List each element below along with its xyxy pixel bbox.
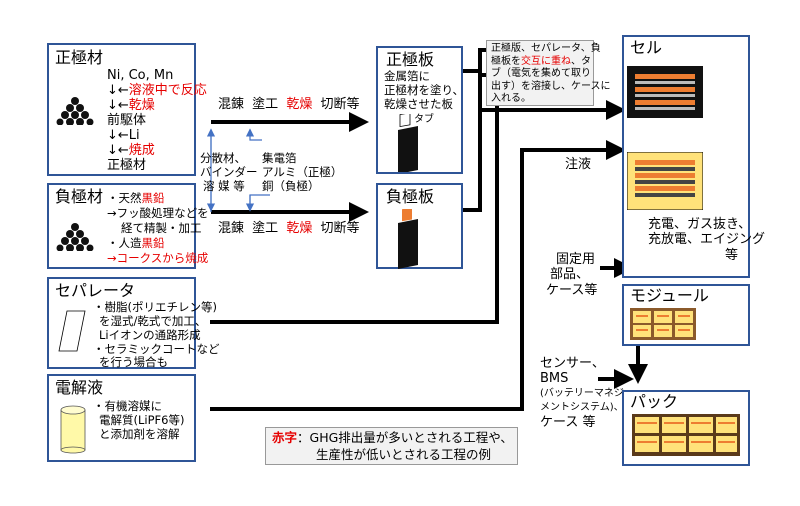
cell-filled-icon bbox=[627, 152, 703, 210]
cathode-plate-icon bbox=[398, 114, 418, 172]
anode-plate-box: 負極板 bbox=[376, 183, 463, 269]
pack-title: パック bbox=[630, 392, 679, 411]
cathode-step4: ↓←焼成 bbox=[107, 143, 155, 158]
anode-material-box: 負極材 ・天然黒鉛 →フッ酸処理などを 経て精製・加工 ・人造黒鉛 →コークスか… bbox=[47, 183, 209, 269]
sensors-line1: センサー、 bbox=[540, 356, 605, 371]
charging-line2: 充放電、エイジング bbox=[648, 232, 766, 247]
anode-line5: →コークスから焼成 bbox=[107, 251, 209, 265]
anode-line4: ・人造黒鉛 bbox=[107, 236, 165, 250]
callout-line5: 入れる。 bbox=[491, 93, 531, 104]
fixing-line1: 固定用 bbox=[556, 252, 596, 267]
assembly-callout: 正極版、セパレータ、負 極板を交互に重ね、タ ブ（電気を集めて取り 出す）を溶接… bbox=[486, 40, 611, 106]
sensors-line4: メントシステム)、 bbox=[540, 402, 624, 413]
anode-line2: →フッ酸処理などを bbox=[107, 206, 209, 220]
electrolyte-line1: ・有機溶媒に bbox=[93, 399, 162, 413]
sensors-line2: BMS bbox=[540, 371, 569, 386]
charging-line1: 充電、ガス抜き、 bbox=[648, 217, 752, 232]
cell-stack-icon bbox=[627, 66, 703, 118]
separator-sheet-icon bbox=[58, 310, 86, 352]
separator-line5: を行う場合も bbox=[99, 355, 168, 369]
module-icon bbox=[630, 308, 696, 340]
module-title: モジュール bbox=[630, 286, 709, 305]
dispersant-line1: 分散材、 bbox=[200, 151, 246, 165]
sensors-line5: ケース 等 bbox=[540, 415, 596, 430]
cathode-plate-desc2: 正極材を塗り、 bbox=[384, 83, 465, 97]
cathode-step2: ↓←乾燥 bbox=[107, 98, 155, 113]
separator-line2: を湿式/乾式で加工、 bbox=[99, 314, 207, 328]
legend-box: 赤字：GHG排出量が多いとされる工程や、 生産性が低いとされる工程の例 bbox=[265, 427, 518, 465]
callout-line2: 極板を交互に重ね、タ bbox=[491, 55, 591, 67]
cathode-plate-desc3: 乾燥させた板 bbox=[384, 97, 453, 111]
electrolyte-title: 電解液 bbox=[55, 378, 104, 397]
powder-icon bbox=[56, 223, 94, 251]
fixing-line3: ケース等 bbox=[546, 283, 598, 298]
collector-line1: 集電箔 bbox=[262, 151, 297, 165]
cathode-metals: Ni, Co, Mn bbox=[107, 68, 174, 83]
cathode-material-box: 正極材 Ni, Co, Mn ↓←溶液中で反応 ↓←乾燥 前駆体 ↓←Li ↓←… bbox=[47, 43, 207, 176]
cathode-step3: ↓←Li bbox=[107, 128, 140, 143]
anode-line3: 経て精製・加工 bbox=[121, 221, 202, 235]
process-labels-top: 混錬 塗工 乾燥 切断等 bbox=[218, 97, 360, 112]
cathode-step1: ↓←溶液中で反応 bbox=[107, 83, 207, 98]
tab-label: タブ bbox=[414, 114, 434, 125]
collector-line2: アルミ（正極） bbox=[262, 165, 343, 179]
cathode-result: 正極材 bbox=[107, 158, 147, 173]
callout-line1: 正極版、セパレータ、負 bbox=[491, 43, 601, 54]
anode-material-title: 負極材 bbox=[55, 187, 104, 206]
dispersant-line2: バインダー bbox=[200, 165, 258, 179]
cathode-plate-title: 正極板 bbox=[386, 50, 435, 69]
cathode-plate-box: 正極板 金属箔に 正極材を塗り、 乾燥させた板 タブ bbox=[376, 46, 465, 174]
anode-line1: ・天然黒鉛 bbox=[107, 191, 165, 205]
pack-icon bbox=[632, 414, 740, 456]
charging-line3: 等 bbox=[725, 248, 739, 263]
dispersant-line3: 溶 媒 等 bbox=[203, 179, 245, 193]
input-arrow-collector bbox=[249, 194, 270, 210]
arrow-electrolyte-to-cell bbox=[210, 148, 560, 411]
cathode-material-title: 正極材 bbox=[55, 48, 104, 67]
collector-line3: 銅（負極） bbox=[262, 179, 320, 193]
cathode-plate-desc1: 金属箔に bbox=[384, 69, 430, 83]
anode-plate-icon bbox=[398, 209, 418, 269]
separator-line4: ・セラミックコートなど bbox=[93, 342, 220, 356]
cell-title: セル bbox=[630, 38, 663, 57]
legend-line2: 生産性が低いとされる工程の例 bbox=[316, 447, 492, 462]
sensors-line3: (バッテリーマネジ bbox=[540, 388, 624, 399]
anode-plate-title: 負極板 bbox=[386, 187, 435, 206]
electrolyte-box: 電解液 ・有機溶媒に 電解質(LiPF6等) と添加剤を溶解 bbox=[47, 374, 196, 462]
callout-line4: 出す）を溶接し、ケースに bbox=[491, 80, 611, 92]
cathode-precursor: 前駆体 bbox=[107, 113, 147, 128]
injection-label: 注液 bbox=[565, 157, 592, 172]
electrolyte-line2: 電解質(LiPF6等) bbox=[99, 413, 185, 427]
separator-line3: Liイオンの通路形成 bbox=[99, 328, 201, 342]
process-labels-bottom: 混錬 塗工 乾燥 切断等 bbox=[218, 221, 360, 236]
electrolyte-container-icon bbox=[60, 405, 86, 454]
powder-icon bbox=[56, 97, 94, 125]
electrolyte-line3: と添加剤を溶解 bbox=[99, 427, 180, 441]
separator-line1: ・樹脂(ポリエチレン等) bbox=[93, 300, 217, 314]
legend-line1: 赤字：GHG排出量が多いとされる工程や、 bbox=[272, 430, 513, 445]
separator-title: セパレータ bbox=[55, 281, 136, 300]
fixing-line2: 部品、 bbox=[550, 267, 590, 282]
callout-line3: ブ（電気を集めて取り bbox=[491, 68, 591, 79]
separator-box: セパレータ ・樹脂(ポリエチレン等) を湿式/乾式で加工、 Liイオンの通路形成… bbox=[47, 277, 220, 369]
